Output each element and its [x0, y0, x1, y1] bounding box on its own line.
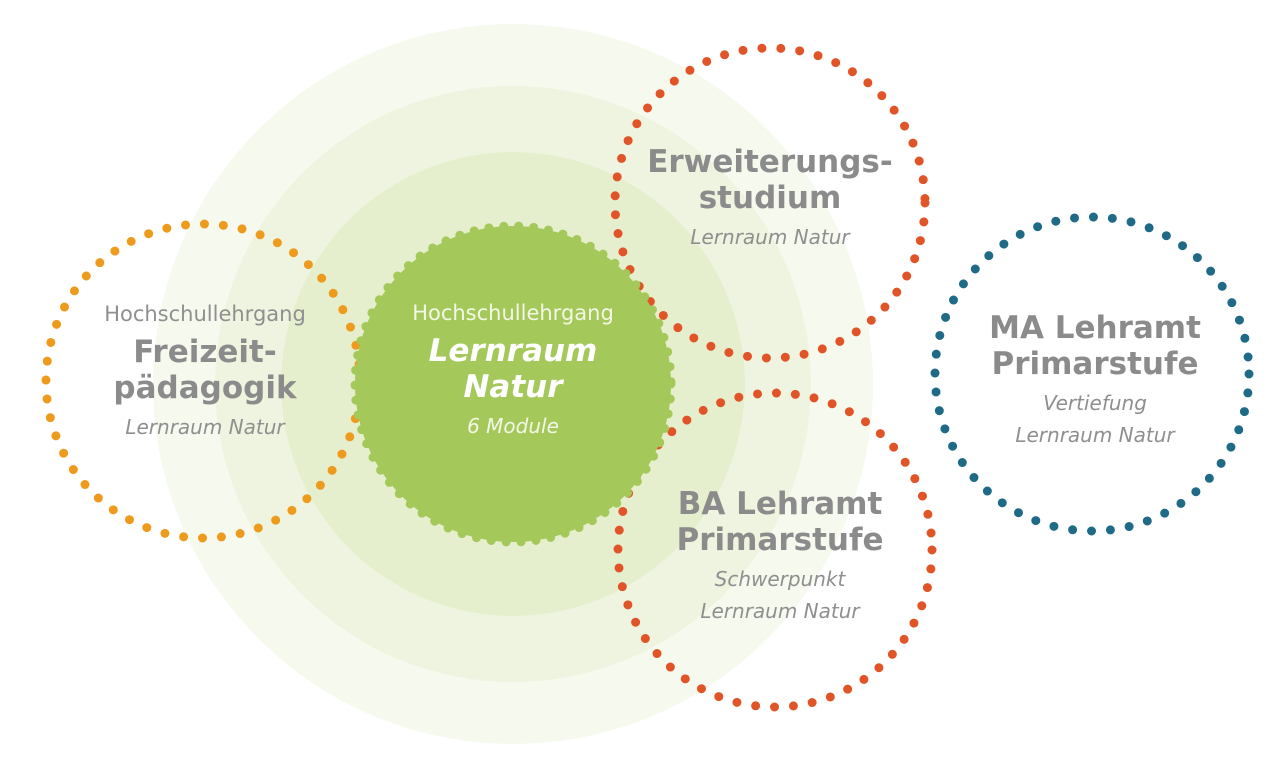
- ma-title-line2: Primarstufe: [991, 345, 1199, 382]
- center-title-line1: Lernraum: [428, 333, 598, 369]
- center-node-label: Hochschullehrgang Lernraum Natur 6 Modul…: [383, 303, 643, 442]
- ba-dotted-ring: [613, 388, 937, 712]
- ba-title-line1: BA Lehramt: [677, 486, 883, 522]
- center-prefix: Hochschullehrgang: [412, 301, 614, 325]
- ba-node-label: BA Lehramt Primarstufe Schwerpunkt Lernr…: [640, 486, 920, 627]
- ma-node-label: MA Lehramt Primarstufe Vertiefung Lernra…: [955, 310, 1235, 451]
- erweiterung-node-label: Erweiterungs- studium Lernraum Natur: [630, 144, 910, 253]
- center-subtitle: 6 Module: [467, 413, 559, 438]
- freizeit-title-line1: Freizeit-: [133, 334, 277, 370]
- ba-subtitle-line2: Lernraum Natur: [700, 598, 860, 623]
- center-core-scallop: [350, 221, 676, 547]
- ba-title-line2: Primarstufe: [676, 521, 884, 558]
- ma-dotted-ring: [930, 212, 1254, 536]
- freizeit-node-label: Hochschullehrgang Freizeit- pädagogik Le…: [75, 304, 335, 443]
- ma-subtitle-line1: Vertiefung: [1043, 390, 1147, 415]
- ba-subtitle-line1: Schwerpunkt: [714, 566, 846, 591]
- freizeit-subtitle: Lernraum Natur: [125, 414, 285, 439]
- freizeit-prefix: Hochschullehrgang: [104, 302, 306, 326]
- erweiterung-subtitle: Lernraum Natur: [690, 224, 850, 249]
- erweiterung-title-line2: studium: [698, 179, 842, 216]
- freizeit-title-line2: pädagogik: [113, 369, 297, 406]
- center-core-circle: [355, 226, 671, 542]
- center-title-line2: Natur: [463, 368, 563, 405]
- erweiterung-dotted-ring: [610, 43, 930, 363]
- ma-title-line1: MA Lehramt: [989, 310, 1201, 346]
- ma-subtitle-line2: Lernraum Natur: [1015, 422, 1175, 447]
- erweiterung-title-line1: Erweiterungs-: [647, 144, 893, 180]
